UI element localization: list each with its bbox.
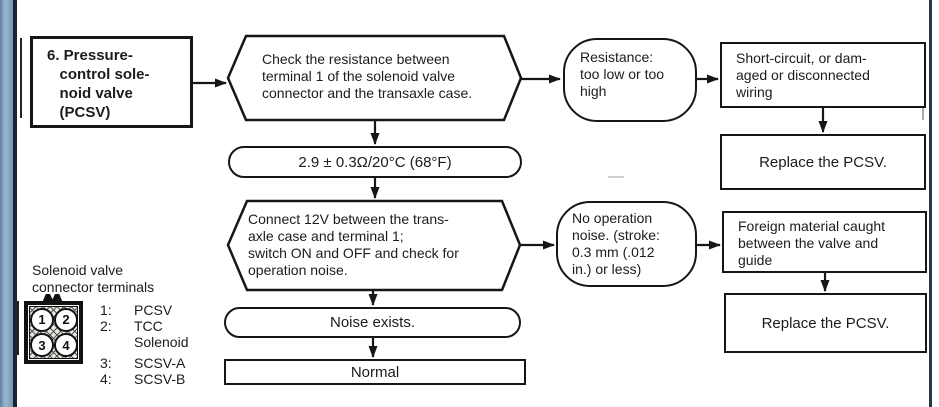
no-noise-bubble: No operation noise. (stroke: 0.3 mm (.01…	[556, 201, 697, 287]
connector-diagram: 1 2 3 4	[24, 301, 83, 364]
legend-row-4: 4: SCSV-B	[100, 371, 189, 387]
legend-row-1: 1: PCSV	[100, 302, 189, 318]
legend-num-2: 2:	[100, 318, 112, 334]
terminal-1: 1	[30, 307, 54, 332]
legend-num-4: 4:	[100, 371, 112, 387]
short-circuit-cause-box: Short-circuit, or dam- aged or disconnec…	[720, 42, 926, 108]
check-resistance-text: Check the resistance between terminal 1 …	[262, 51, 473, 101]
resistance-fail-text: Resistance: too low or too high	[580, 49, 665, 99]
resistance-spec-text: 2.9 ± 0.3Ω/20°C (68°F)	[298, 153, 452, 171]
page-edge-dark-line	[13, 0, 17, 407]
foreign-material-cause-box: Foreign material caught between the valv…	[722, 211, 927, 273]
legend-label-3: SCSV-A	[134, 355, 186, 371]
margin-tick-mark-top	[20, 38, 22, 118]
terminal-4: 4	[54, 333, 78, 358]
check-noise-text: Connect 12V between the trans- axle case…	[248, 211, 459, 278]
noise-exists-text: Noise exists.	[329, 314, 416, 331]
margin-tick-mark-bottom	[17, 301, 19, 355]
legend-label-4: SCSV-B	[134, 371, 186, 387]
replace-pcsv-text-1: Replace the PCSV.	[759, 153, 887, 171]
replace-pcsv-text-2: Replace the PCSV.	[761, 314, 890, 332]
legend-label-2: TCC Solenoid	[134, 318, 189, 350]
terminal-legend: 1: PCSV 2: TCC Solenoid 3: SCSV-A 4: SCS…	[100, 302, 189, 387]
scan-smudge	[608, 176, 624, 178]
terminal-3: 3	[30, 333, 54, 358]
resistance-spec-stadium: 2.9 ± 0.3Ω/20°C (68°F)	[228, 146, 522, 178]
legend-num-1: 1:	[100, 302, 112, 318]
connector-caption: Solenoid valve connector terminals	[32, 262, 155, 295]
page-right-border-line	[929, 0, 932, 407]
step-title-text: 6. Pressure- control sole- noid valve (P…	[47, 47, 150, 121]
normal-result-box: Normal	[224, 359, 526, 385]
replace-pcsv-box-1: Replace the PCSV.	[720, 134, 926, 190]
connector-body-hatched: 1 2 3 4	[29, 306, 78, 359]
page-edge-blue-strip	[0, 0, 13, 407]
noise-exists-stadium: Noise exists.	[224, 307, 521, 338]
legend-num-3: 3:	[100, 355, 112, 371]
short-circuit-cause-text: Short-circuit, or dam- aged or disconnec…	[736, 50, 870, 100]
legend-label-1: PCSV	[134, 302, 173, 318]
no-noise-text: No operation noise. (stroke: 0.3 mm (.01…	[572, 210, 660, 277]
legend-row-2: 2: TCC Solenoid	[100, 318, 189, 350]
foreign-material-cause-text: Foreign material caught between the valv…	[738, 218, 886, 268]
normal-result-text: Normal	[350, 363, 400, 381]
replace-pcsv-box-2: Replace the PCSV.	[724, 293, 927, 353]
legend-row-3: 3: SCSV-A	[100, 355, 189, 371]
resistance-fail-bubble: Resistance: too low or too high	[563, 38, 697, 122]
step-title-box: 6. Pressure- control sole- noid valve (P…	[30, 36, 193, 128]
terminal-2: 2	[54, 307, 78, 332]
flow-arrows	[193, 74, 830, 358]
